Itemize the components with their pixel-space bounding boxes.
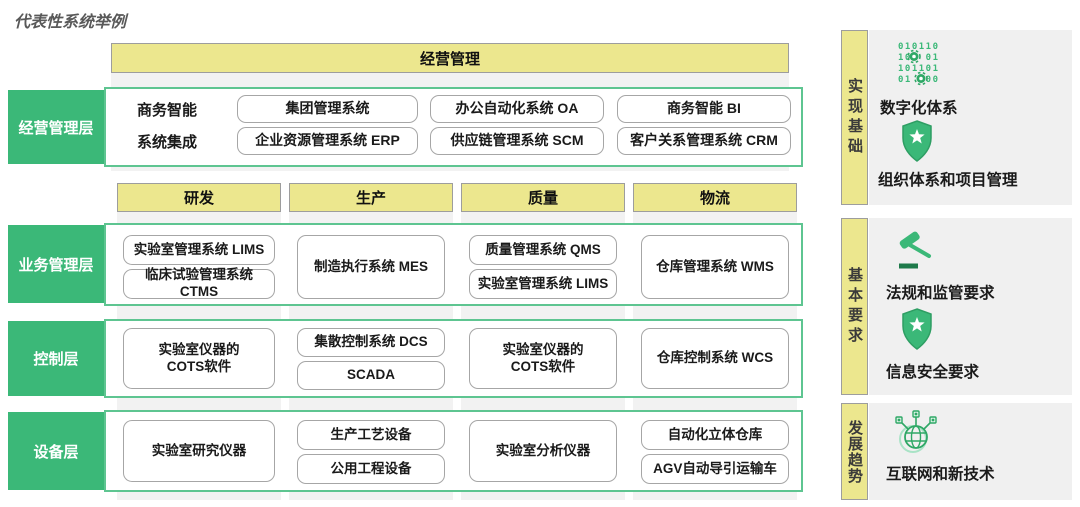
page-title: 代表性系统举例 bbox=[14, 14, 127, 31]
system-box: 实验室分析仪器 bbox=[469, 420, 617, 482]
system-box: 办公自动化系统 OA bbox=[430, 95, 604, 123]
system-box: AGV自动导引运输车 bbox=[641, 454, 789, 484]
sidebar-item-label: 信息安全要求 bbox=[886, 364, 980, 381]
column-header-production: 生产 bbox=[289, 183, 453, 212]
sidebar-tab-foundation: 实现基础 bbox=[841, 30, 868, 205]
system-box: 供应链管理系统 SCM bbox=[430, 127, 604, 155]
layer-label-business-mgmt: 经营管理层 bbox=[8, 90, 104, 164]
system-box: SCADA bbox=[297, 361, 445, 390]
top-left-line-1: 商务智能 bbox=[136, 101, 197, 119]
system-box: 集散控制系统 DCS bbox=[297, 328, 445, 357]
sidebar-tab-requirements: 基本要求 bbox=[841, 218, 868, 395]
system-box: 实验室管理系统 LIMS bbox=[469, 269, 617, 299]
system-box: 企业资源管理系统 ERP bbox=[237, 127, 418, 155]
system-box: 客户关系管理系统 CRM bbox=[617, 127, 791, 155]
sidebar-panel-foundation bbox=[869, 30, 1072, 205]
sidebar-item-label: 组织体系和项目管理 bbox=[878, 172, 1018, 189]
system-box: 质量管理系统 QMS bbox=[469, 235, 617, 265]
top-band-header: 经营管理 bbox=[111, 43, 789, 73]
sidebar-item-label: 法规和监管要求 bbox=[886, 285, 995, 302]
column-header-rd: 研发 bbox=[117, 183, 281, 212]
system-box: 自动化立体仓库 bbox=[641, 420, 789, 450]
column-header-logistics: 物流 bbox=[633, 183, 797, 212]
system-box: 商务智能 BI bbox=[617, 95, 791, 123]
shield-star-icon bbox=[902, 120, 932, 162]
system-box: 生产工艺设备 bbox=[297, 420, 445, 450]
sidebar-item-label: 数字化体系 bbox=[880, 100, 958, 117]
sidebar-panel-trends bbox=[869, 403, 1072, 500]
shield-star-icon bbox=[902, 308, 932, 350]
layer-label-control: 控制层 bbox=[8, 321, 104, 396]
system-box: 实验室仪器的 COTS软件 bbox=[123, 328, 275, 389]
system-box: 实验室管理系统 LIMS bbox=[123, 235, 275, 265]
column-header-quality: 质量 bbox=[461, 183, 625, 212]
layer-label-equipment: 设备层 bbox=[8, 412, 104, 490]
system-box: 公用工程设备 bbox=[297, 454, 445, 484]
system-box: 仓库管理系统 WMS bbox=[641, 235, 789, 299]
digital-matrix-icon: 010110 10 01 101101 01 00 bbox=[898, 42, 940, 86]
system-box: 临床试验管理系统 CTMS bbox=[123, 267, 275, 299]
top-left-line-2: 系统集成 bbox=[136, 133, 197, 151]
layer-label-ops-mgmt: 业务管理层 bbox=[8, 225, 104, 303]
system-box: 实验室仪器的 COTS软件 bbox=[469, 328, 617, 389]
system-box: 集团管理系统 bbox=[237, 95, 418, 123]
system-box: 仓库控制系统 WCS bbox=[641, 328, 789, 389]
system-box: 制造执行系统 MES bbox=[297, 235, 445, 299]
svg-text:101101: 101101 bbox=[898, 64, 940, 74]
svg-text:10 01: 10 01 bbox=[898, 53, 940, 63]
gavel-icon bbox=[899, 231, 931, 269]
system-box: 实验室研究仪器 bbox=[123, 420, 275, 482]
globe-network-icon bbox=[895, 410, 937, 453]
sidebar-item-label: 互联网和新技术 bbox=[886, 466, 995, 483]
sidebar-tab-trends: 发展趋势 bbox=[841, 403, 868, 500]
svg-text:010110: 010110 bbox=[898, 42, 940, 52]
